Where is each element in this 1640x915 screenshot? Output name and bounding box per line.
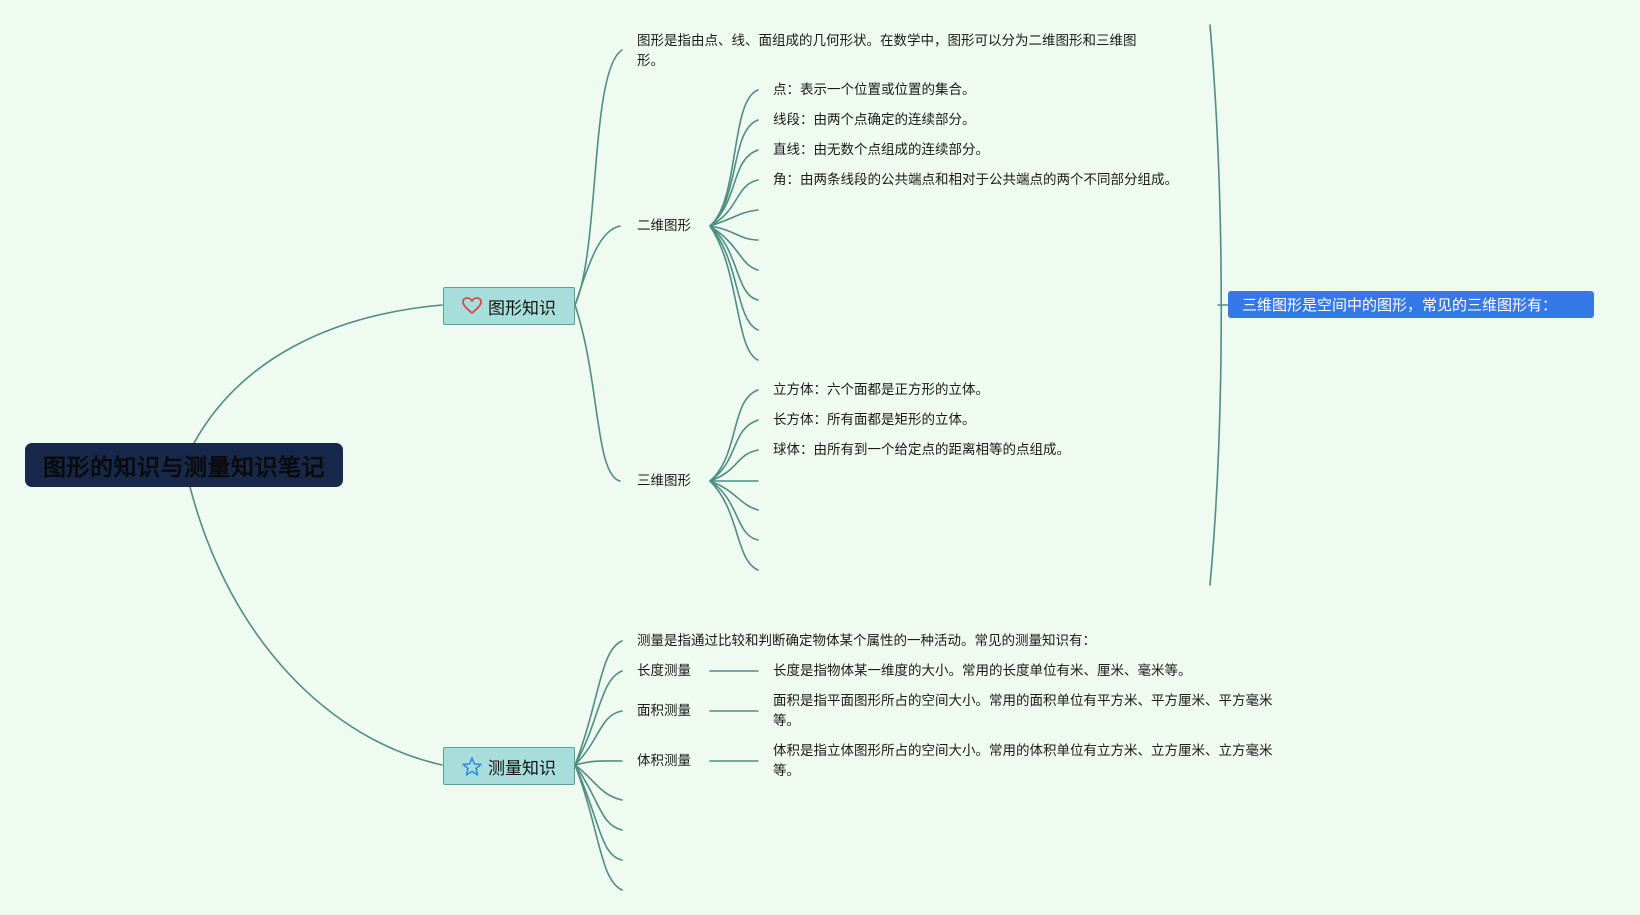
leaf-2d-angle[interactable]: 角：由两条线段的公共端点和相对于公共端点的两个不同部分组成。 (773, 172, 1178, 188)
topic-measure-label: 测量知识 (488, 758, 556, 779)
subtopic-2d-shapes[interactable]: 二维图形 (637, 218, 691, 234)
leaf-2d-point[interactable]: 点：表示一个位置或位置的集合。 (773, 82, 976, 98)
leaf-2d-line[interactable]: 直线：由无数个点组成的连续部分。 (773, 142, 989, 158)
callout-3d-shapes[interactable]: 三维图形是空间中的图形，常见的三维图形有： (1228, 291, 1594, 318)
topic-shape-knowledge[interactable]: 图形知识 (443, 287, 575, 325)
link-shape-3d (574, 304, 621, 482)
subtopic-area[interactable]: 面积测量 (637, 703, 691, 719)
star-icon (462, 756, 482, 776)
shape-intro-text[interactable]: 图形是指由点、线、面组成的几何形状。在数学中，图形可以分为二维图形和三维图形。 (637, 33, 1137, 69)
link-shape-intro (574, 49, 623, 306)
leaf-2d-segment[interactable]: 线段：由两个点确定的连续部分。 (773, 112, 976, 128)
subtopic-length[interactable]: 长度测量 (637, 663, 691, 679)
heart-icon (462, 297, 482, 315)
leaf-3d-sphere[interactable]: 球体：由所有到一个给定点的距离相等的点组成。 (773, 442, 1070, 458)
leaf-length-detail[interactable]: 长度是指物体某一维度的大小。常用的长度单位有米、厘米、毫米等。 (773, 663, 1192, 679)
measure-intro-text[interactable]: 测量是指通过比较和判断确定物体某个属性的一种活动。常见的测量知识有： (637, 633, 1096, 649)
topic-measure-knowledge[interactable]: 测量知识 (443, 747, 575, 785)
leaf-3d-cuboid[interactable]: 长方体：所有面都是矩形的立体。 (773, 412, 976, 428)
subtopic-volume[interactable]: 体积测量 (637, 753, 691, 769)
root-topic[interactable]: 图形的知识与测量知识笔记 (25, 443, 343, 487)
link-callout-brace (1209, 24, 1223, 586)
subtopic-3d-shapes[interactable]: 三维图形 (637, 473, 691, 489)
topic-shape-label: 图形知识 (488, 298, 556, 319)
root-title: 图形的知识与测量知识笔记 (43, 455, 325, 481)
leaf-area-detail[interactable]: 面积是指平面图形所占的空间大小。常用的面积单位有平方米、平方厘米、平方毫米等。 (773, 693, 1273, 729)
link-shape-2d (574, 225, 621, 306)
callout-label: 三维图形是空间中的图形，常见的三维图形有： (1242, 296, 1558, 314)
link-root-measure (189, 486, 443, 766)
leaf-volume-detail[interactable]: 体积是指立体图形所占的空间大小。常用的体积单位有立方米、立方厘米、立方毫米等。 (773, 743, 1273, 779)
leaf-3d-cube[interactable]: 立方体：六个面都是正方形的立体。 (773, 382, 989, 398)
link-root-shape (193, 304, 443, 444)
